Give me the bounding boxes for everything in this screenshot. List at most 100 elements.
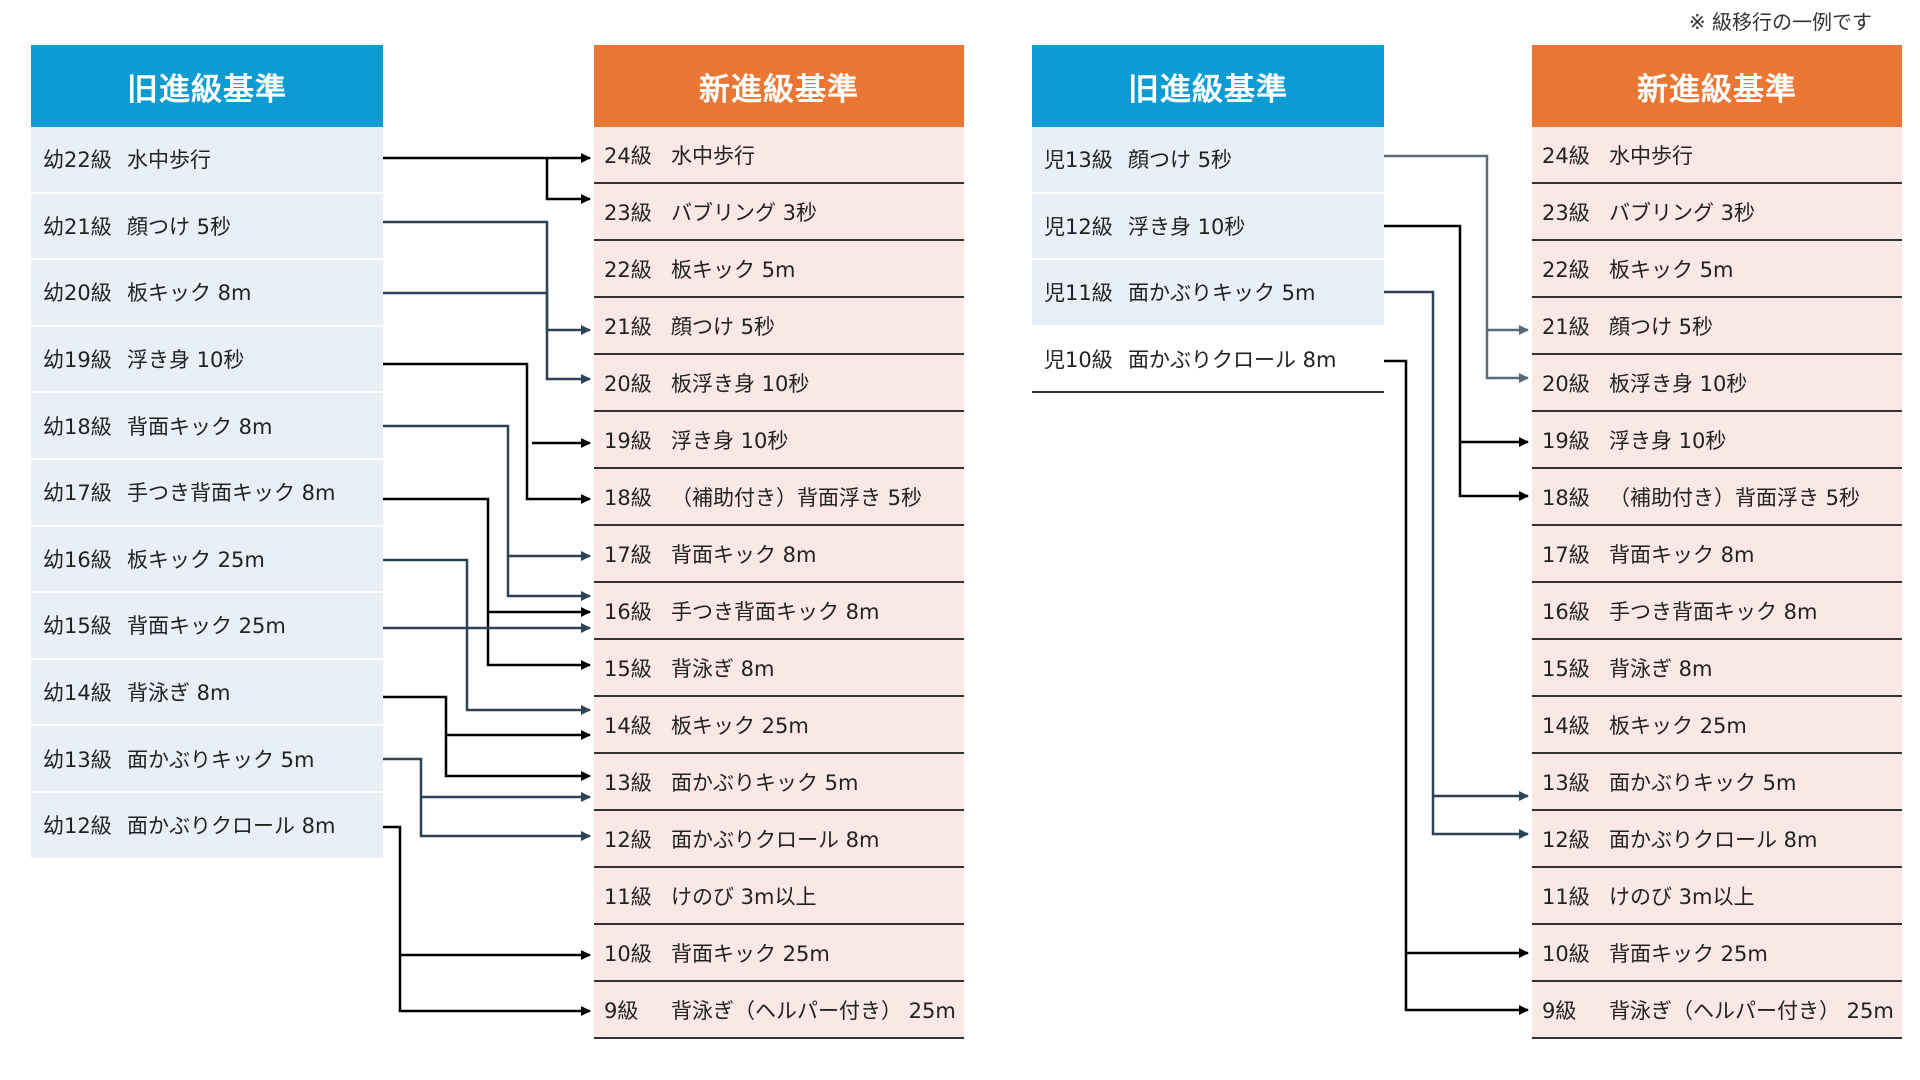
- new-skill: 浮き身 10秒: [1609, 428, 1727, 453]
- new-level: 10級: [604, 941, 652, 966]
- new-level: 13級: [604, 770, 652, 795]
- panel1-old-row: 幼17級手つき背面キック 8m: [31, 459, 383, 527]
- panel2-new-row: 12級面かぶりクロール 8m: [1532, 811, 1902, 868]
- connector-arrow: [383, 362, 591, 504]
- old-skill: 水中歩行: [127, 148, 211, 173]
- panel2-old-row: 児11級面かぶりキック 5m: [1032, 260, 1384, 327]
- connector-arrow: [383, 220, 591, 335]
- old-level: 児11級: [1044, 281, 1113, 306]
- panel2-new-row: 23級バブリング 3秒: [1532, 184, 1902, 241]
- panel1-new-row: 13級面かぶりキック 5m: [594, 754, 964, 811]
- panel1-old-criteria-column: 旧進級基準 幼22級水中歩行 幼21級顔つけ 5秒 幼20級板キック 8m 幼1…: [31, 45, 383, 860]
- old-skill: 板キック 8m: [127, 281, 252, 306]
- old-level: 幼22級: [43, 148, 112, 173]
- old-skill: 面かぶりキック 5m: [127, 747, 315, 772]
- panel1-new-row: 10級背面キック 25m: [594, 925, 964, 982]
- new-skill: 板浮き身 10秒: [671, 371, 810, 396]
- new-level: 20級: [1542, 371, 1590, 396]
- old-skill: 浮き身 10秒: [1128, 214, 1246, 239]
- new-level: 18級: [1542, 485, 1590, 510]
- new-level: 21級: [1542, 314, 1590, 339]
- panel2-old-criteria-column: 旧進級基準 児13級顔つけ 5秒 児12級浮き身 10秒 児11級面かぶりキック…: [1032, 45, 1384, 394]
- new-level: 17級: [604, 542, 652, 567]
- old-level: 幼18級: [43, 414, 112, 439]
- panel1-old-row: 幼20級板キック 8m: [31, 260, 383, 327]
- new-level: 14級: [1542, 713, 1590, 738]
- panel2-new-row: 19級浮き身 10秒: [1532, 412, 1902, 469]
- connector-arrow: [383, 291, 591, 384]
- old-level: 幼16級: [43, 547, 112, 572]
- new-skill: 背泳ぎ 8m: [1609, 656, 1713, 681]
- new-skill: 面かぶりキック 5m: [671, 770, 859, 795]
- panel2-old-criteria-header: 旧進級基準: [1032, 45, 1384, 127]
- new-level: 11級: [604, 884, 652, 909]
- new-skill: 面かぶりクロール 8m: [1609, 827, 1818, 852]
- new-level: 24級: [604, 143, 652, 168]
- panel2-old-row: 児13級顔つけ 5秒: [1032, 127, 1384, 194]
- old-level: 幼17級: [43, 481, 112, 506]
- new-skill: 背泳ぎ（ヘルパー付き） 25m: [1609, 998, 1894, 1023]
- new-level: 16級: [1542, 599, 1590, 624]
- new-level: 21級: [604, 314, 652, 339]
- panel2-new-row: 13級面かぶりキック 5m: [1532, 754, 1902, 811]
- panel2-new-row: 21級顔つけ 5秒: [1532, 298, 1902, 355]
- panel1-new-criteria-column: 新進級基準 24級水中歩行 23級バブリング 3秒 22級板キック 5m 21級…: [594, 45, 964, 1039]
- panel1-old-row: 幼22級水中歩行: [31, 127, 383, 194]
- panel1-old-row: 幼19級浮き身 10秒: [31, 326, 383, 394]
- new-level: 23級: [604, 200, 652, 225]
- panel1-old-row: 幼21級顔つけ 5秒: [31, 193, 383, 261]
- new-skill: 水中歩行: [1609, 143, 1693, 168]
- new-level: 12級: [604, 827, 652, 852]
- new-skill: 手つき背面キック 8m: [1609, 599, 1818, 624]
- old-level: 幼20級: [43, 281, 112, 306]
- panel1-new-row: 9級背泳ぎ（ヘルパー付き） 25m: [594, 982, 964, 1039]
- new-skill: 背面キック 8m: [1609, 542, 1755, 567]
- old-skill: 手つき背面キック 8m: [127, 481, 336, 506]
- connector-arrow: [1384, 224, 1529, 501]
- old-skill: 面かぶりクロール 8m: [127, 814, 336, 839]
- old-skill: 顔つけ 5秒: [127, 214, 232, 239]
- panel2-new-row: 9級背泳ぎ（ヘルパー付き） 25m: [1532, 982, 1902, 1039]
- new-skill: 背面キック 25m: [1609, 941, 1768, 966]
- old-skill: 顔つけ 5秒: [1128, 148, 1233, 173]
- panel1-new-row: 15級背泳ぎ 8m: [594, 640, 964, 697]
- new-level: 13級: [1542, 770, 1590, 795]
- old-level: 幼14級: [43, 681, 112, 706]
- new-level: 22級: [604, 257, 652, 282]
- new-level: 15級: [1542, 656, 1590, 681]
- connector-arrow: [383, 497, 591, 670]
- new-skill: けのび 3m以上: [671, 884, 817, 909]
- new-skill: 板キック 25m: [1609, 713, 1747, 738]
- new-level: 17級: [1542, 542, 1590, 567]
- old-level: 幼21級: [43, 214, 112, 239]
- panel1-new-row: 21級顔つけ 5秒: [594, 298, 964, 355]
- connector-arrow: [383, 695, 591, 781]
- panel2-new-row: 15級背泳ぎ 8m: [1532, 640, 1902, 697]
- new-skill: 板キック 25m: [671, 713, 809, 738]
- new-skill: 背泳ぎ 8m: [671, 656, 775, 681]
- panel1-old-row: 幼14級背泳ぎ 8m: [31, 659, 383, 727]
- new-level: 19級: [604, 428, 652, 453]
- new-skill: 板浮き身 10秒: [1609, 371, 1748, 396]
- old-level: 幼12級: [43, 814, 112, 839]
- new-skill: 浮き身 10秒: [671, 428, 789, 453]
- panel2-old-row: 児10級面かぶりクロール 8m: [1032, 326, 1384, 394]
- new-level: 12級: [1542, 827, 1590, 852]
- new-skill: 板キック 5m: [671, 257, 796, 282]
- old-level: 児10級: [1044, 348, 1113, 373]
- panel1-new-row: 22級板キック 5m: [594, 241, 964, 298]
- connector-arrow: [383, 825, 591, 1016]
- old-level: 幼19級: [43, 348, 112, 373]
- panel2-new-row: 20級板浮き身 10秒: [1532, 355, 1902, 412]
- panel2-new-criteria-column: 新進級基準 24級水中歩行 23級バブリング 3秒 22級板キック 5m 21級…: [1532, 45, 1902, 1039]
- new-level: 18級: [604, 485, 652, 510]
- new-level: 15級: [604, 656, 652, 681]
- old-skill: 面かぶりクロール 8m: [1128, 348, 1337, 373]
- panel2-new-criteria-header: 新進級基準: [1532, 45, 1902, 127]
- panel2-new-row: 22級板キック 5m: [1532, 241, 1902, 298]
- panel1-old-row: 幼13級面かぶりキック 5m: [31, 726, 383, 793]
- connector-arrow: [1384, 359, 1529, 1015]
- panel1-old-row: 幼16級板キック 25m: [31, 526, 383, 594]
- panel2-old-row: 児12級浮き身 10秒: [1032, 193, 1384, 261]
- new-level: 24級: [1542, 143, 1590, 168]
